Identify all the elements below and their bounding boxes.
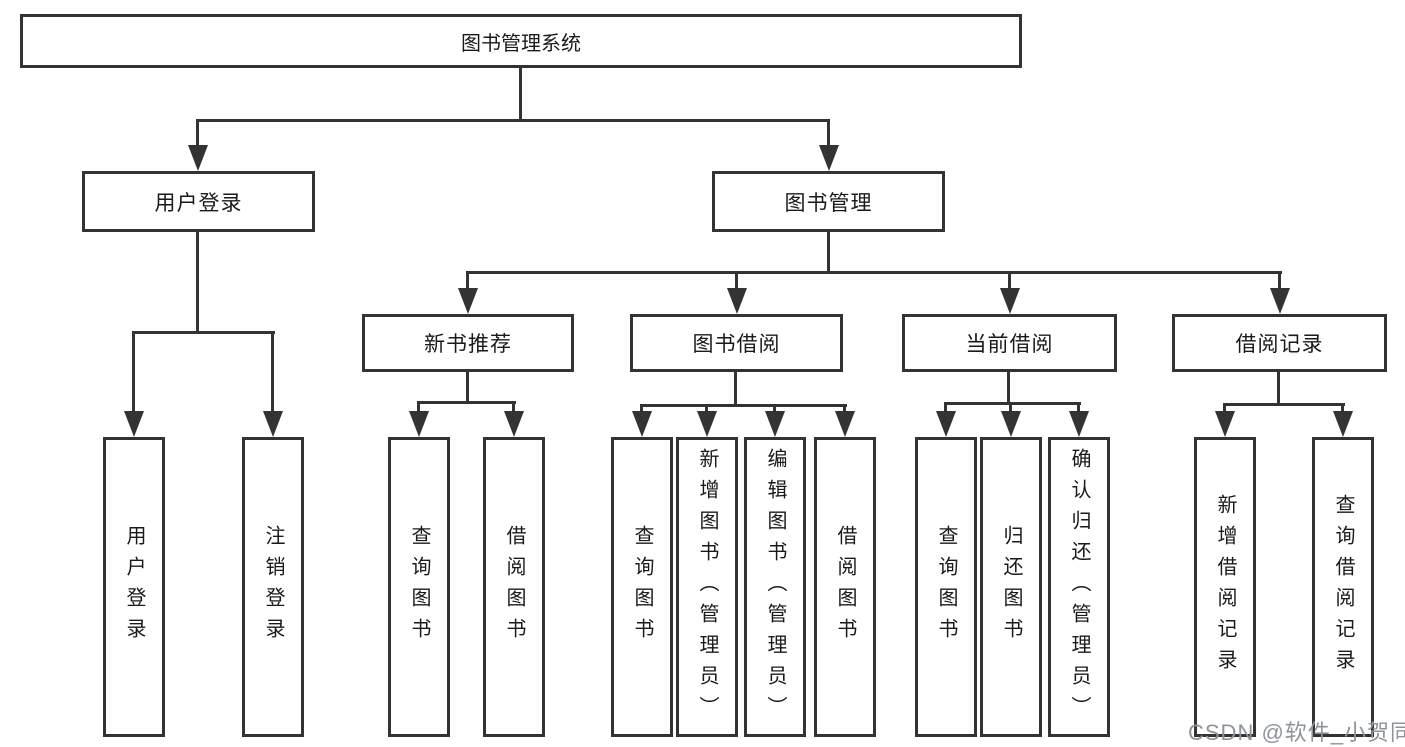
connector-line xyxy=(196,119,199,153)
connector-line xyxy=(271,331,274,413)
leaf-edit-books-admin: 编辑图书（管理员） xyxy=(744,437,806,737)
arrowhead-down-icon xyxy=(188,145,208,171)
connector-line xyxy=(944,402,1081,405)
arrowhead-down-icon xyxy=(632,411,652,437)
leaf-label: 借阅图书 xyxy=(503,525,525,649)
connector-line xyxy=(734,372,737,407)
watermark: CSDN @软件_小贺同学 xyxy=(1188,720,1405,745)
connector-line xyxy=(735,271,738,293)
connector-line xyxy=(1008,271,1011,293)
arrowhead-down-icon xyxy=(1270,288,1290,314)
leaf-label: 查询图书 xyxy=(631,525,653,649)
node-current-borrowing: 当前借阅 xyxy=(902,314,1117,372)
node-label: 当前借阅 xyxy=(965,333,1054,356)
node-label: 用户登录 xyxy=(154,191,243,215)
leaf-label: 查询图书 xyxy=(408,525,430,649)
leaf-label: 查询图书 xyxy=(935,525,957,649)
node-book-borrowing: 图书借阅 xyxy=(630,314,843,372)
connector-line xyxy=(944,402,947,415)
connector-line xyxy=(417,401,516,404)
arrowhead-down-icon xyxy=(1069,411,1089,437)
leaf-label: 用户登录 xyxy=(123,525,145,649)
connector-line xyxy=(843,404,846,415)
node-label: 图书管理系统 xyxy=(461,32,581,55)
leaf-label: 查询借阅记录 xyxy=(1332,494,1354,680)
arrowhead-down-icon xyxy=(1000,288,1020,314)
leaf-label: 借阅图书 xyxy=(834,525,856,649)
connector-line xyxy=(466,271,1282,274)
connector-line xyxy=(132,331,275,334)
arrowhead-down-icon xyxy=(1333,411,1353,437)
leaf-add-books-admin: 新增图书（管理员） xyxy=(676,437,738,737)
arrowhead-down-icon xyxy=(936,411,956,437)
node-new-book-recommendation: 新书推荐 xyxy=(362,314,574,372)
connector-line xyxy=(640,404,643,415)
leaf-query-borrow-record: 查询借阅记录 xyxy=(1312,437,1374,737)
leaf-logout: 注销登录 xyxy=(242,437,304,737)
connector-line xyxy=(1009,402,1012,415)
node-label: 图书借阅 xyxy=(692,333,781,356)
connector-line xyxy=(196,119,830,122)
connector-line xyxy=(640,404,847,407)
arrowhead-down-icon xyxy=(124,411,144,437)
connector-line xyxy=(1223,403,1345,406)
arrowhead-down-icon xyxy=(765,411,785,437)
leaf-borrow-books-recommend: 借阅图书 xyxy=(483,437,545,737)
connector-line xyxy=(1341,403,1344,415)
connector-line xyxy=(1223,403,1226,415)
leaf-add-borrow-record: 新增借阅记录 xyxy=(1194,437,1256,737)
leaf-confirm-return-admin: 确认归还（管理员） xyxy=(1048,437,1110,737)
leaf-label: 确认归还（管理员） xyxy=(1068,447,1090,727)
node-label: 新书推荐 xyxy=(424,333,512,356)
connector-line xyxy=(132,331,135,413)
leaf-query-books-borrow: 查询图书 xyxy=(611,437,673,737)
node-library-system: 图书管理系统 xyxy=(20,14,1022,68)
connector-line xyxy=(466,372,469,404)
leaf-query-books-recommend: 查询图书 xyxy=(388,437,450,737)
leaf-label: 编辑图书（管理员） xyxy=(764,447,786,727)
arrowhead-down-icon xyxy=(1001,411,1021,437)
connector-line xyxy=(466,271,469,293)
leaf-label: 注销登录 xyxy=(262,525,284,649)
leaf-label: 新增借阅记录 xyxy=(1214,494,1236,680)
node-label: 借阅记录 xyxy=(1235,333,1324,356)
connector-line xyxy=(827,232,830,274)
node-borrowing-records: 借阅记录 xyxy=(1172,314,1387,372)
arrowhead-down-icon xyxy=(819,145,839,171)
arrowhead-down-icon xyxy=(697,411,717,437)
connector-line xyxy=(1277,372,1280,406)
connector-line xyxy=(417,401,420,415)
arrowhead-down-icon xyxy=(835,411,855,437)
connector-line xyxy=(196,232,199,334)
arrowhead-down-icon xyxy=(1215,411,1235,437)
arrowhead-down-icon xyxy=(409,411,429,437)
arrowhead-down-icon xyxy=(263,411,283,437)
leaf-query-books-current: 查询图书 xyxy=(915,437,977,737)
leaf-label: 新增图书（管理员） xyxy=(696,447,718,727)
node-label: 图书管理 xyxy=(784,191,873,215)
connector-line xyxy=(773,404,776,415)
connector-line xyxy=(705,404,708,415)
connector-line xyxy=(1007,372,1010,405)
leaf-return-books: 归还图书 xyxy=(980,437,1042,737)
arrowhead-down-icon xyxy=(727,288,747,314)
leaf-label: 归还图书 xyxy=(1000,525,1022,649)
arrowhead-down-icon xyxy=(458,288,478,314)
arrowhead-down-icon xyxy=(504,411,524,437)
node-book-management: 图书管理 xyxy=(712,171,945,232)
connector-line xyxy=(512,401,515,415)
connector-line xyxy=(519,68,522,122)
node-user-login: 用户登录 xyxy=(82,171,315,232)
connector-line xyxy=(827,119,830,153)
leaf-borrow-books: 借阅图书 xyxy=(814,437,876,737)
connector-line xyxy=(1278,271,1281,293)
connector-line xyxy=(1077,402,1080,415)
leaf-user-login: 用户登录 xyxy=(103,437,165,737)
